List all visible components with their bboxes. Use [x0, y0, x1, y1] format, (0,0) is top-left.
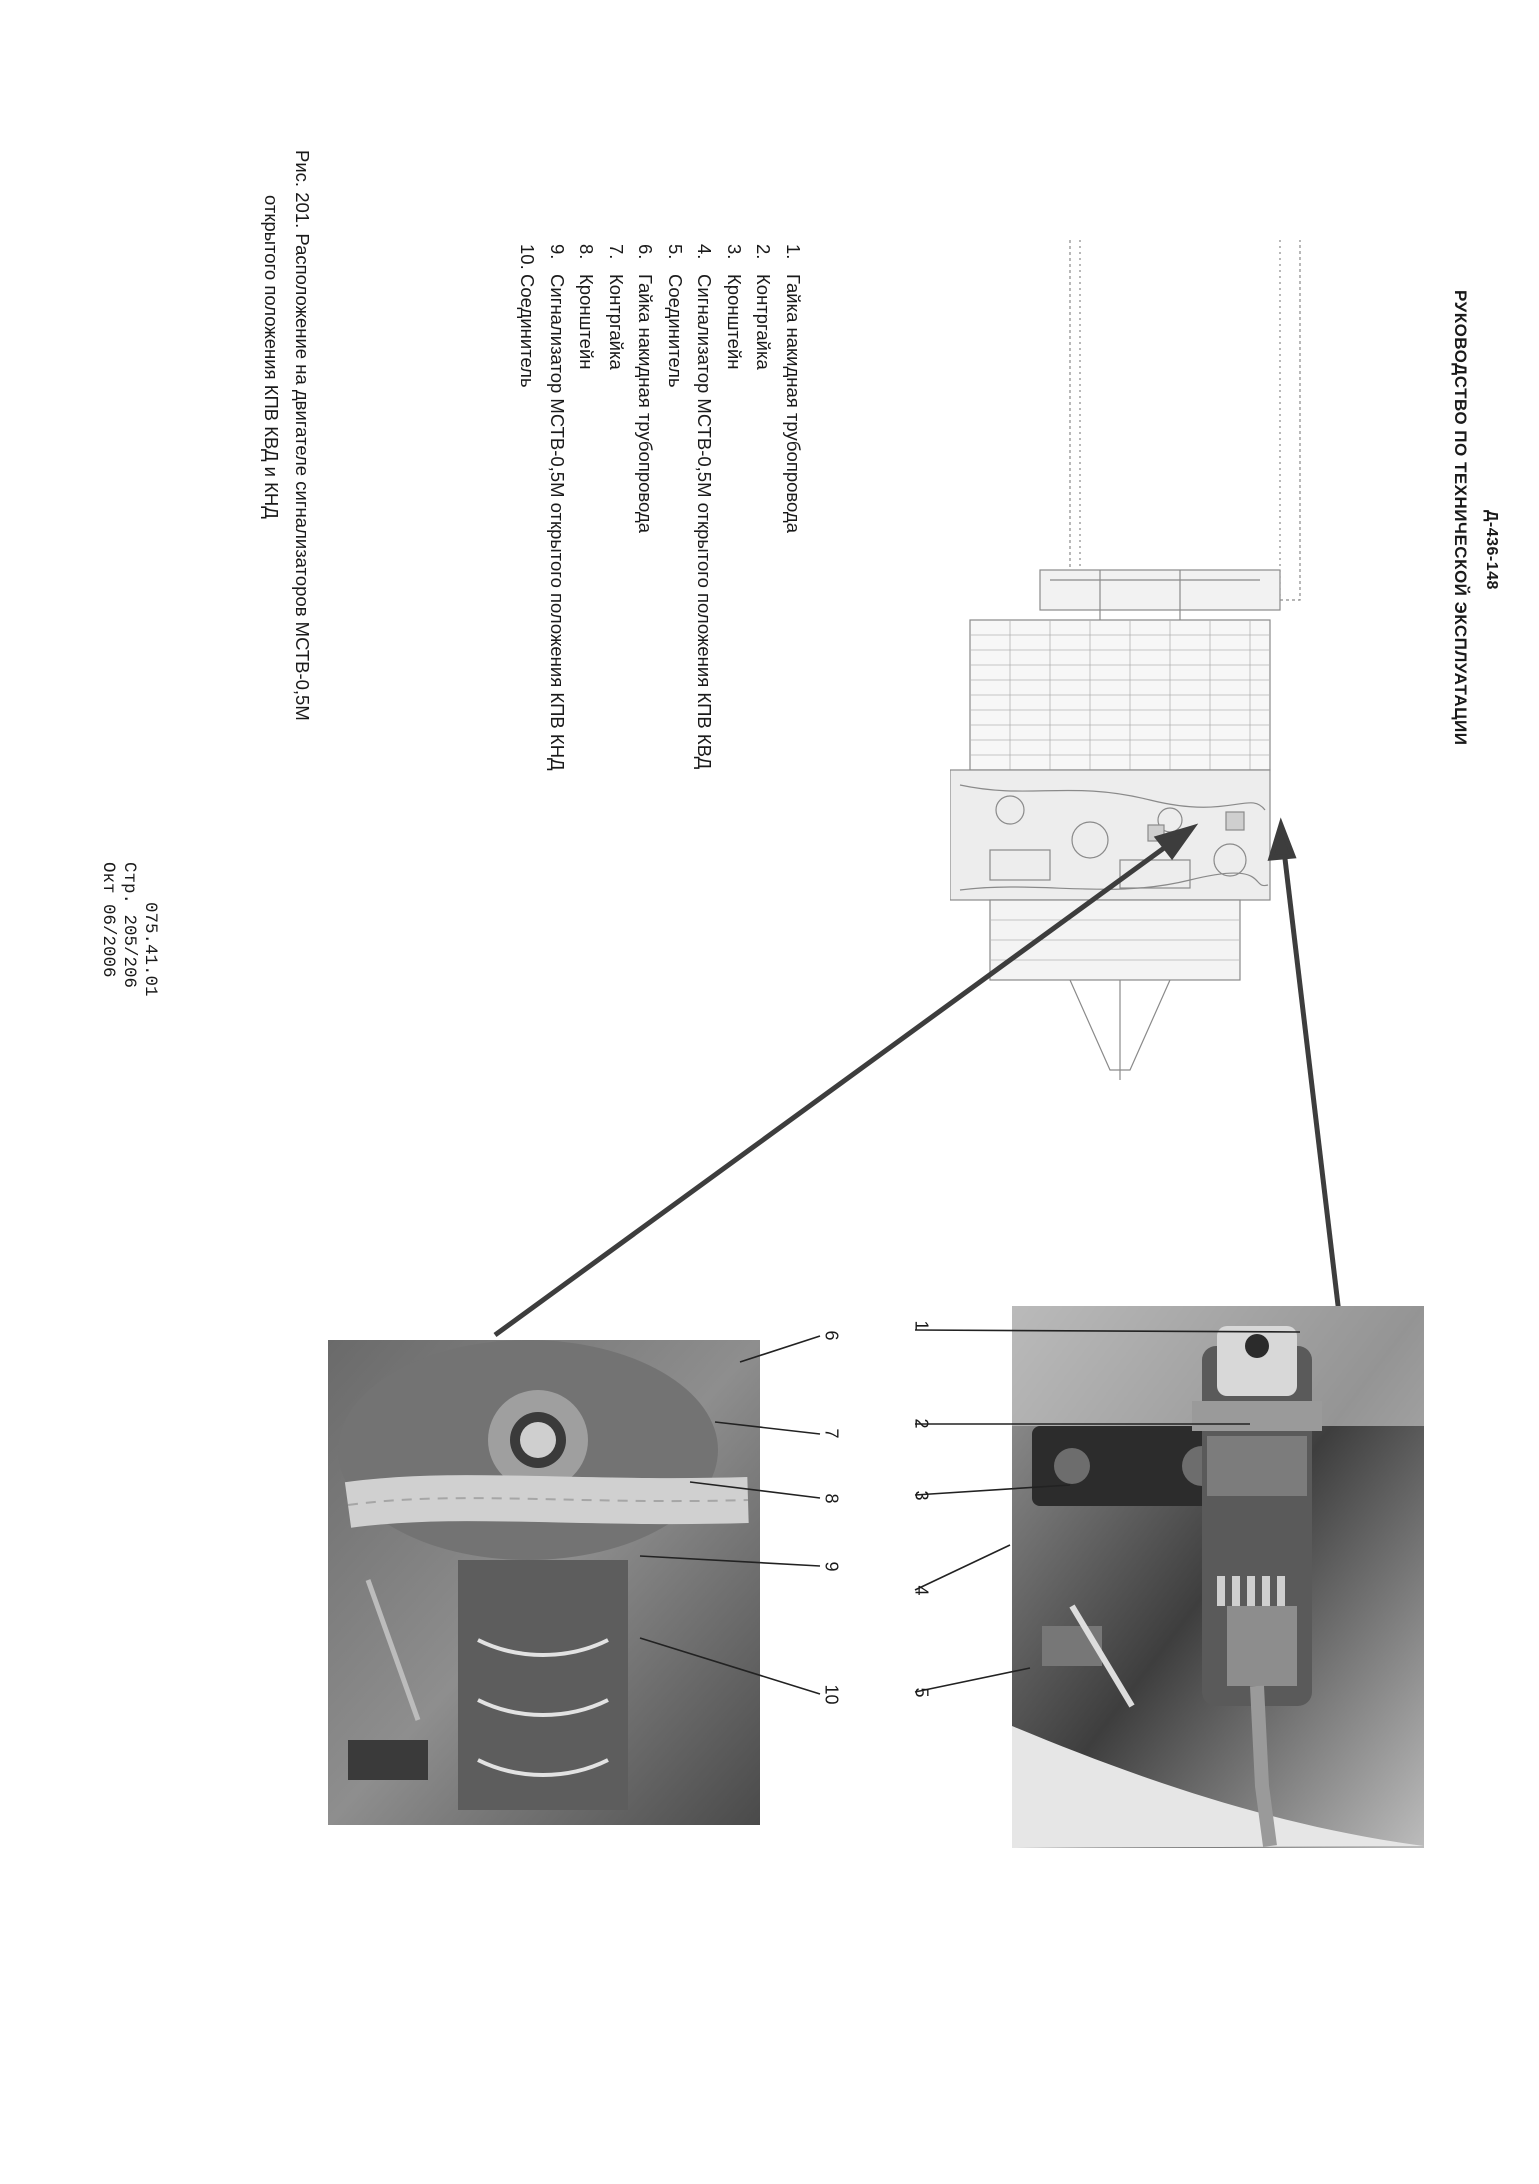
- callout-5: 5: [911, 1687, 932, 1698]
- callout-7: 7: [821, 1428, 842, 1439]
- callout-1: 1: [911, 1320, 932, 1331]
- callout-3: 3: [911, 1490, 932, 1501]
- arrow-to-lpc-sensor: [493, 837, 1177, 1338]
- photo-hpc-sensor: [1012, 1306, 1424, 1848]
- callout-9: 9: [821, 1561, 842, 1572]
- callout-6: 6: [821, 1330, 842, 1341]
- callout-10: 10: [821, 1684, 842, 1705]
- callout-2: 2: [911, 1418, 932, 1429]
- arrow-head-lpc: [1153, 823, 1199, 861]
- callout-8: 8: [821, 1493, 842, 1504]
- engine-drawing: [950, 240, 1320, 1100]
- photo-lpc-sensor: [328, 1340, 760, 1825]
- callout-4: 4: [911, 1585, 932, 1596]
- arrow-to-hpc-sensor: [1280, 841, 1343, 1323]
- arrow-head-hpc: [1267, 817, 1297, 861]
